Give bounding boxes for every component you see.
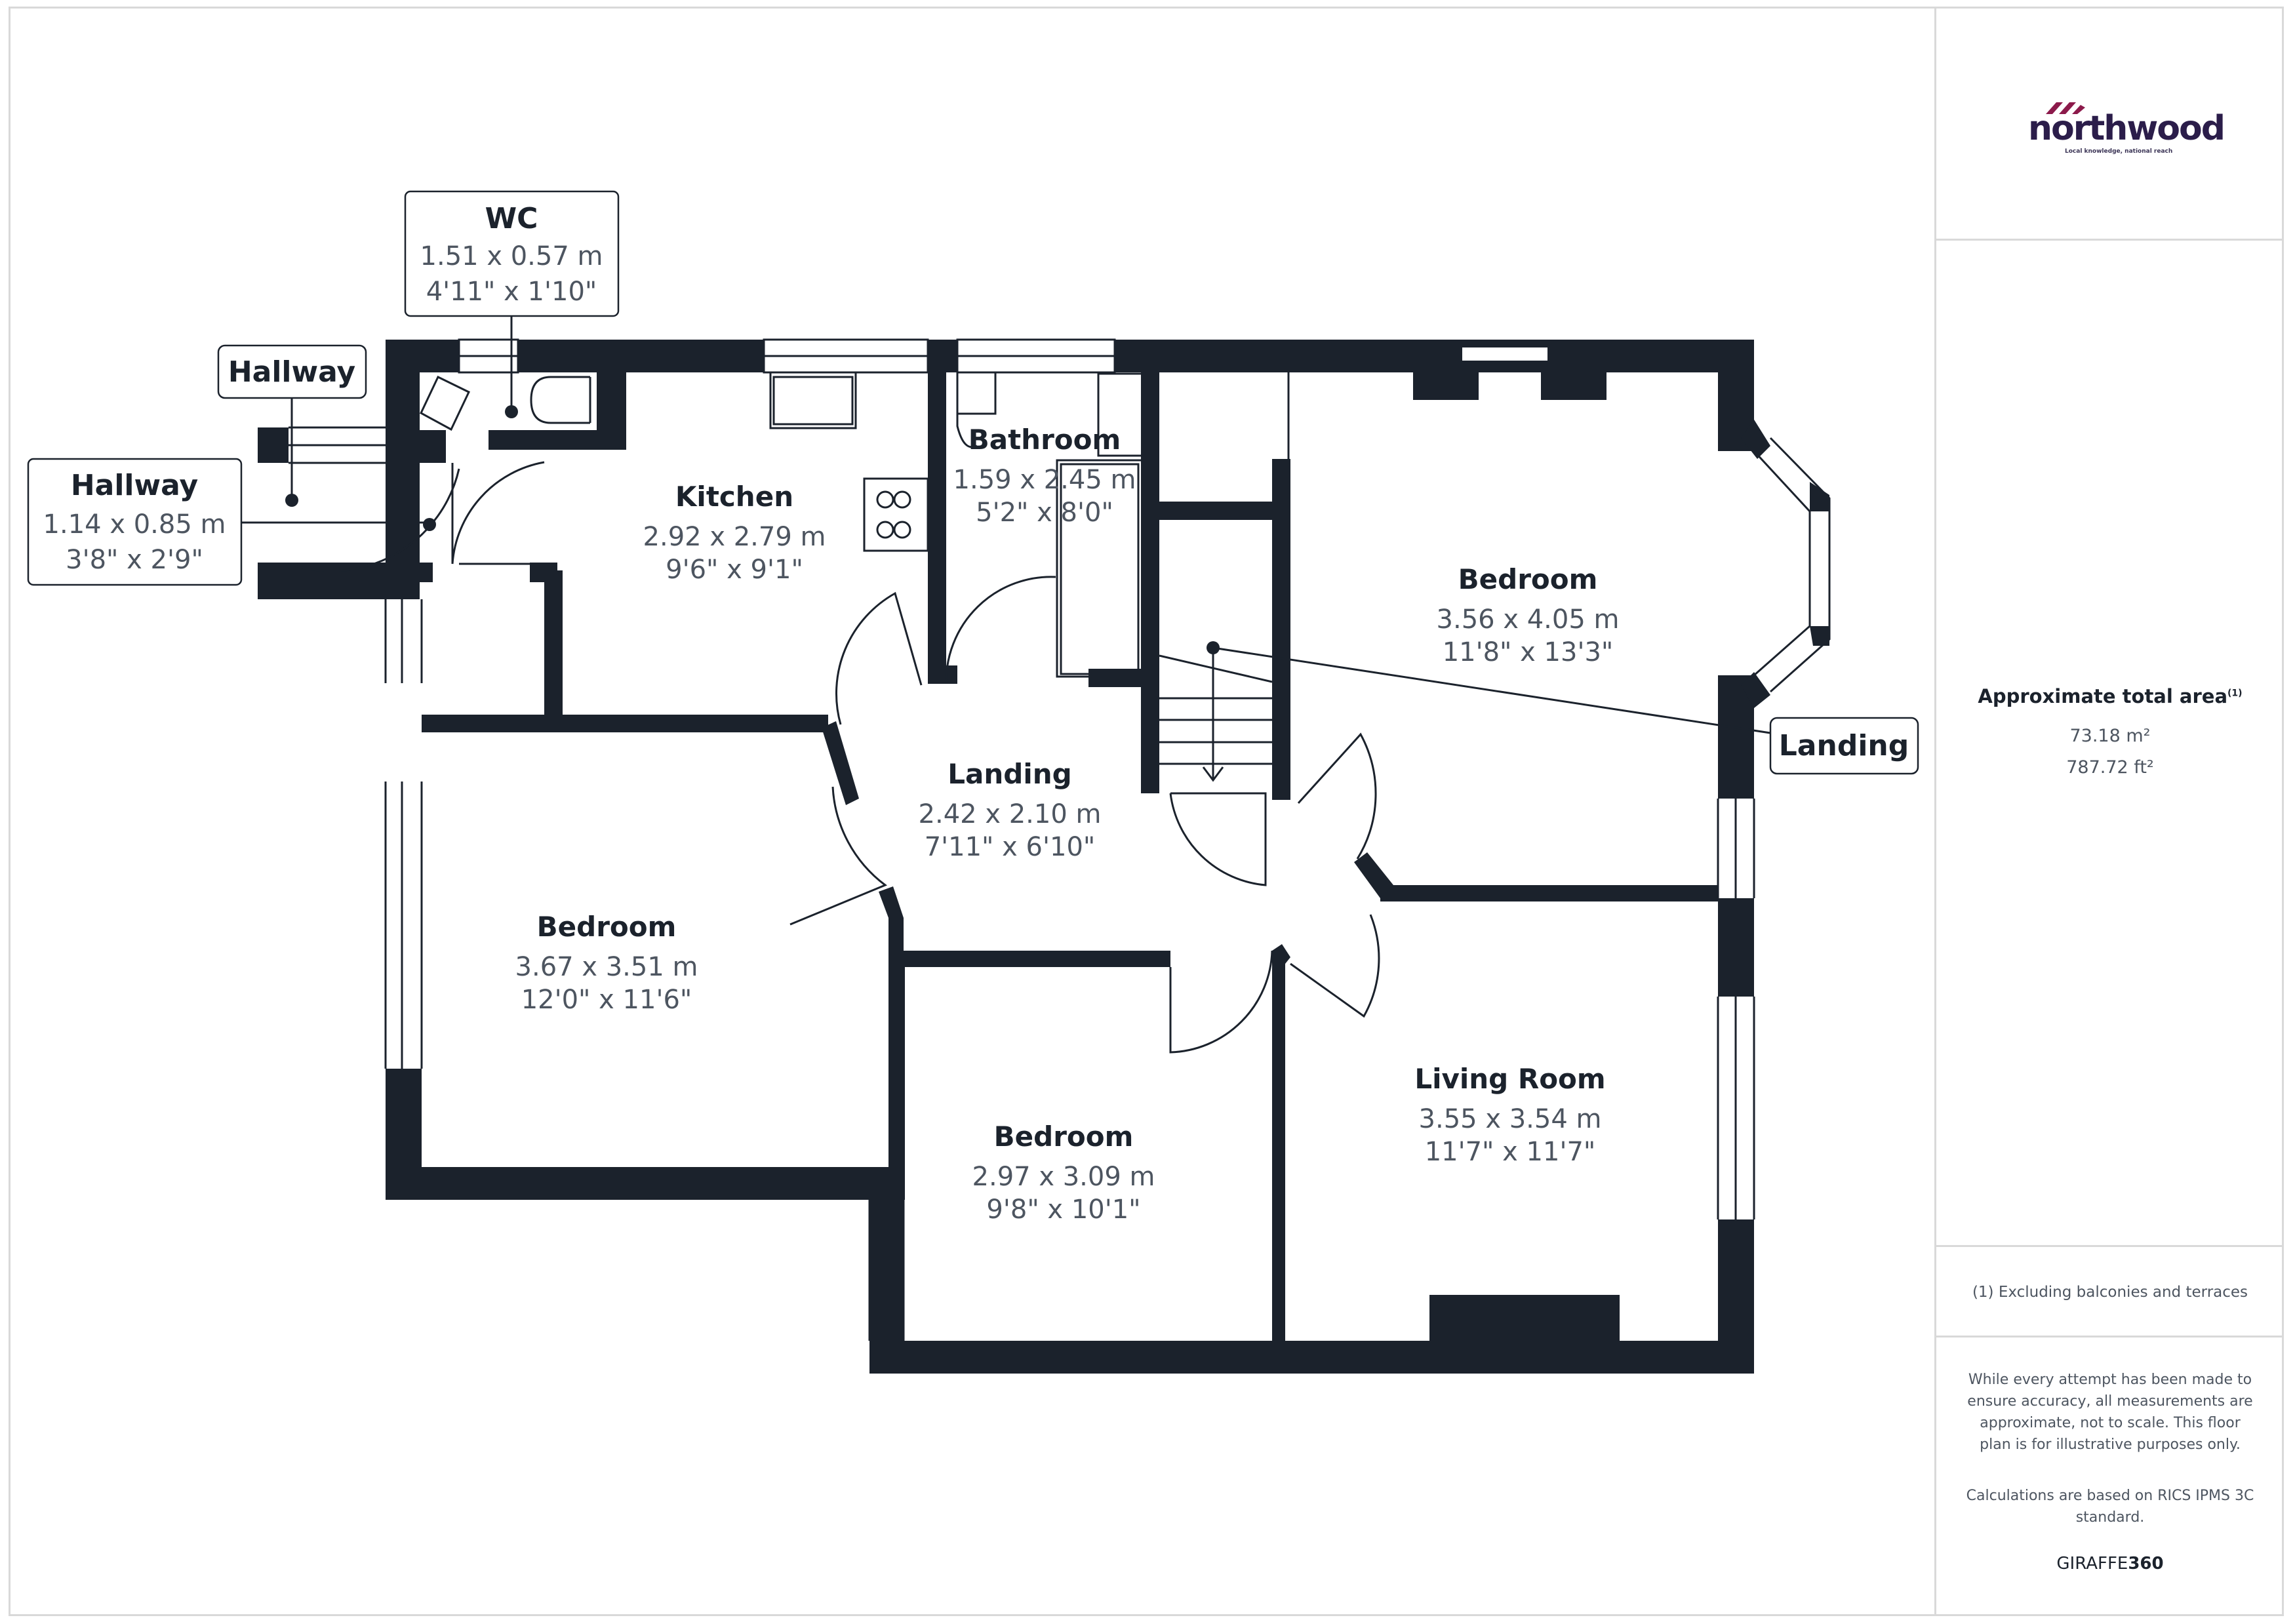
room-imperial: 12'0" x 11'6" bbox=[521, 985, 692, 1015]
room-metric: 2.92 x 2.79 m bbox=[643, 522, 826, 552]
floor-plan: WC 1.51 x 0.57 m 4'11" x 1'10" Hallway H… bbox=[27, 190, 1919, 1374]
landing-callout-label: Landing bbox=[1779, 729, 1909, 762]
giraffe360-brand: GIRAFFE360 bbox=[1936, 1554, 2284, 1574]
room-metric: 1.59 x 2.45 m bbox=[953, 465, 1136, 495]
room-name: Bedroom bbox=[1458, 563, 1598, 595]
logo-wordmark: northwood bbox=[2028, 109, 2225, 148]
footnote-text: (1) Excluding balconies and terraces bbox=[1972, 1284, 2248, 1301]
disclaimer-text: While every attempt has been made to ens… bbox=[1967, 1372, 2253, 1453]
room-bedroom-left: Bedroom 3.67 x 3.51 m 12'0" x 11'6" bbox=[515, 911, 698, 1015]
footnote-marker: (1) bbox=[2227, 688, 2243, 699]
room-name: Landing bbox=[948, 758, 1071, 790]
brand-suffix: 360 bbox=[2128, 1554, 2164, 1574]
logo-section: northwood Local knowledge, national reac… bbox=[1936, 7, 2284, 241]
room-metric: 3.56 x 4.05 m bbox=[1437, 604, 1620, 635]
hallway-upper-label: Hallway bbox=[228, 355, 355, 389]
walls bbox=[258, 340, 1829, 1374]
callout-landing: Landing bbox=[1769, 717, 1919, 775]
callout-hallway-lower: Hallway 1.14 x 0.85 m 3'8" x 2'9" bbox=[27, 458, 243, 586]
room-imperial: 5'2" x 8'0" bbox=[976, 498, 1113, 528]
wc-imperial: 4'11" x 1'10" bbox=[426, 277, 597, 307]
room-imperial: 11'7" x 11'7" bbox=[1425, 1137, 1596, 1167]
room-name: Bathroom bbox=[968, 424, 1121, 456]
room-name: Living Room bbox=[1414, 1063, 1605, 1095]
floor-plan-drawing: WC 1.51 x 0.57 m 4'11" x 1'10" Hallway H… bbox=[27, 190, 1919, 1374]
page-frame bbox=[9, 7, 2284, 1616]
room-metric: 3.67 x 3.51 m bbox=[515, 952, 698, 982]
hallway-lower-metric: 1.14 x 0.85 m bbox=[43, 509, 226, 540]
wc-metric: 1.51 x 0.57 m bbox=[420, 241, 603, 271]
room-imperial: 11'8" x 13'3" bbox=[1443, 637, 1614, 667]
room-metric: 3.55 x 3.54 m bbox=[1419, 1104, 1602, 1134]
room-living-room: Living Room 3.55 x 3.54 m 11'7" x 11'7" bbox=[1414, 1063, 1605, 1167]
area-metric: 73.18 m² bbox=[2069, 726, 2151, 746]
room-metric: 2.42 x 2.10 m bbox=[919, 799, 1102, 829]
room-bathroom: Bathroom 1.59 x 2.45 m 5'2" x 8'0" bbox=[953, 424, 1136, 528]
leader-dots bbox=[285, 405, 1220, 654]
disclaimer-section: While every attempt has been made to ens… bbox=[1936, 1337, 2284, 1616]
calculation-note: Calculations are based on RICS IPMS 3C s… bbox=[1966, 1488, 2254, 1526]
area-title: Approximate total area(1) bbox=[1936, 685, 2284, 707]
callout-wc: WC 1.51 x 0.57 m 4'11" x 1'10" bbox=[404, 190, 620, 317]
room-metric: 2.97 x 3.09 m bbox=[972, 1162, 1155, 1192]
leader-lines bbox=[241, 315, 1771, 734]
windows-and-fixtures bbox=[288, 338, 1831, 1341]
room-landing: Landing 2.42 x 2.10 m 7'11" x 6'10" bbox=[919, 758, 1102, 862]
room-imperial: 9'8" x 10'1" bbox=[986, 1195, 1140, 1225]
room-bedroom-front: Bedroom 3.56 x 4.05 m 11'8" x 13'3" bbox=[1437, 563, 1620, 667]
room-name: Bedroom bbox=[994, 1120, 1134, 1153]
brand-prefix: GIRAFFE bbox=[2056, 1554, 2128, 1574]
northwood-logo: northwood Local knowledge, national reac… bbox=[2028, 98, 2225, 157]
wc-label: WC bbox=[485, 202, 538, 235]
room-kitchen: Kitchen 2.92 x 2.79 m 9'6" x 9'1" bbox=[643, 481, 826, 585]
callout-hallway-upper: Hallway bbox=[217, 344, 367, 399]
room-imperial: 9'6" x 9'1" bbox=[666, 555, 803, 585]
area-title-text: Approximate total area bbox=[1978, 685, 2228, 707]
room-imperial: 7'11" x 6'10" bbox=[925, 832, 1096, 862]
footnote-section: (1) Excluding balconies and terraces bbox=[1936, 1247, 2284, 1337]
room-name: Kitchen bbox=[675, 481, 793, 513]
logo-roof-icon bbox=[2046, 102, 2085, 114]
area-imperial: 787.72 ft² bbox=[2066, 757, 2154, 778]
hallway-lower-label: Hallway bbox=[71, 469, 198, 502]
room-bedroom-small: Bedroom 2.97 x 3.09 m 9'8" x 10'1" bbox=[972, 1120, 1155, 1225]
room-name: Bedroom bbox=[537, 911, 677, 943]
hallway-lower-imperial: 3'8" x 2'9" bbox=[66, 545, 203, 575]
sidebar: northwood Local knowledge, national reac… bbox=[1934, 7, 2284, 1616]
logo-tagline: Local knowledge, national reach bbox=[2065, 148, 2173, 155]
area-section: Approximate total area(1) 73.18 m² 787.7… bbox=[1936, 241, 2284, 1247]
